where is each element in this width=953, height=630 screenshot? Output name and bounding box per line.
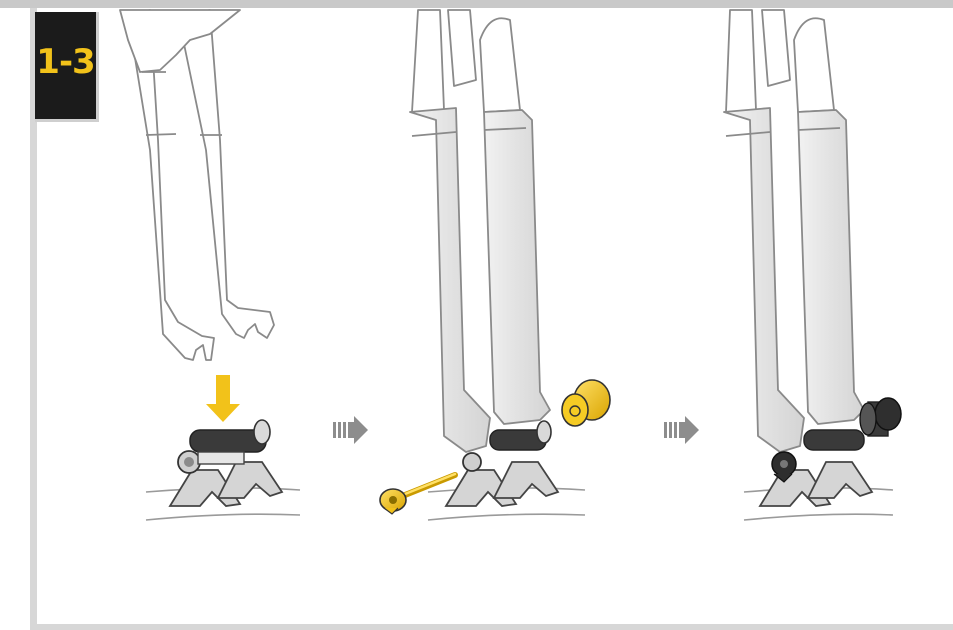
panel-1 <box>120 10 300 520</box>
next-step-arrow-2 <box>664 416 699 444</box>
panel-3 <box>724 10 901 520</box>
fork-outline-raised <box>120 10 274 360</box>
axle-nut-installed <box>860 398 901 436</box>
stand-panel-3 <box>744 430 893 520</box>
fork-shaded-panel-3 <box>724 10 864 452</box>
stand-panel-1 <box>146 420 300 520</box>
down-arrow-yellow <box>206 375 240 422</box>
fork-shaded-panel-2 <box>410 10 550 452</box>
next-step-arrow-1 <box>333 416 368 444</box>
axle-nut-yellow <box>562 380 610 426</box>
panel-2 <box>380 10 610 520</box>
axle-rod-yellow <box>380 474 455 514</box>
